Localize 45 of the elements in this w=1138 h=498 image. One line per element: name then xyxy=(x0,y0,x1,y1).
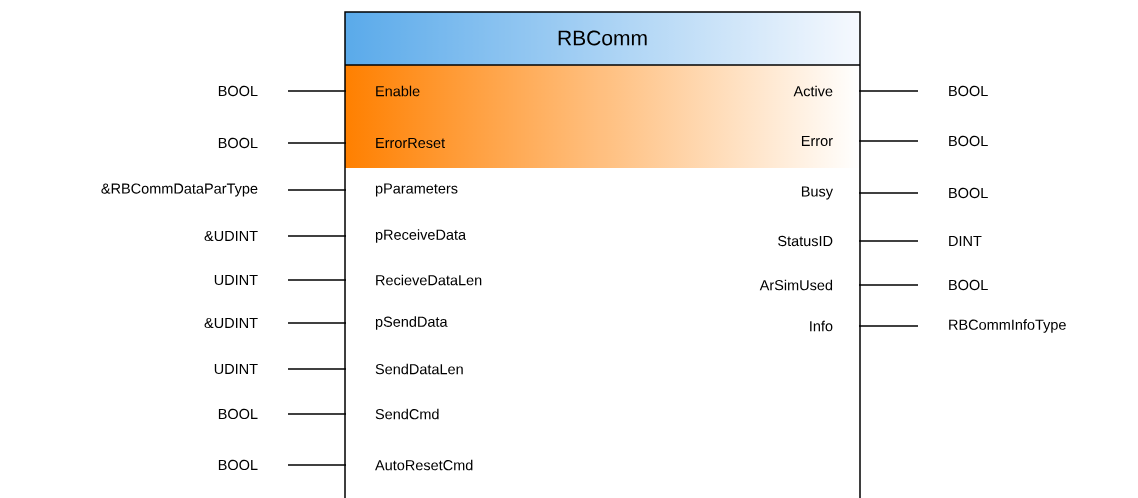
pin-line xyxy=(858,240,919,242)
pin-line xyxy=(858,284,919,286)
data-type: BOOL xyxy=(218,459,258,471)
pin-line xyxy=(858,325,919,327)
pin-line xyxy=(858,90,919,92)
data-type: BOOL xyxy=(218,408,258,420)
pin-name: RecieveDataLen xyxy=(376,274,482,286)
data-type: BOOL xyxy=(949,279,988,291)
data-type: UDINT xyxy=(214,363,258,375)
data-type: BOOL xyxy=(218,85,258,97)
data-type: &RBCommDataParType xyxy=(101,183,258,197)
pin-line xyxy=(858,140,919,142)
pin-name: ErrorReset xyxy=(376,137,445,149)
data-type: &UDINT xyxy=(204,230,258,242)
data-type: &UDINT xyxy=(204,317,258,329)
pin-line xyxy=(858,192,919,194)
pin-line xyxy=(287,189,347,191)
pin-name: SendCmd xyxy=(375,408,439,420)
pin-line xyxy=(287,142,347,144)
pin-line xyxy=(287,464,347,466)
pin-line xyxy=(287,90,347,92)
data-type: DINT xyxy=(949,236,982,246)
pin-name: Busy xyxy=(801,186,833,200)
pin-name: pParameters xyxy=(375,183,458,197)
pin-name: Error xyxy=(801,135,833,147)
pin-name: pSendData xyxy=(375,316,448,330)
data-type: BOOL xyxy=(218,137,258,149)
pin-name: Active xyxy=(793,85,833,97)
pin-line xyxy=(287,368,347,370)
pin-name: SendDataLen xyxy=(375,363,463,375)
pin-line xyxy=(287,279,347,281)
pin-name: Info xyxy=(810,320,833,332)
pin-name: pReceiveData xyxy=(375,229,467,243)
data-type: UDINT xyxy=(214,274,258,286)
pin-line xyxy=(287,235,347,237)
data-type: BOOL xyxy=(949,135,988,147)
pin-name: ArSimUsed xyxy=(759,279,833,291)
pin-line xyxy=(287,413,347,415)
data-type: BOOL xyxy=(949,187,988,199)
pin-name: Enable xyxy=(376,85,420,97)
pin-line xyxy=(287,322,347,324)
pin-name: StatusID xyxy=(778,235,833,247)
pin-name: AutoResetCmd xyxy=(375,459,473,471)
data-type: BOOL xyxy=(949,85,988,97)
data-type: RBCommInfoType xyxy=(949,319,1066,333)
